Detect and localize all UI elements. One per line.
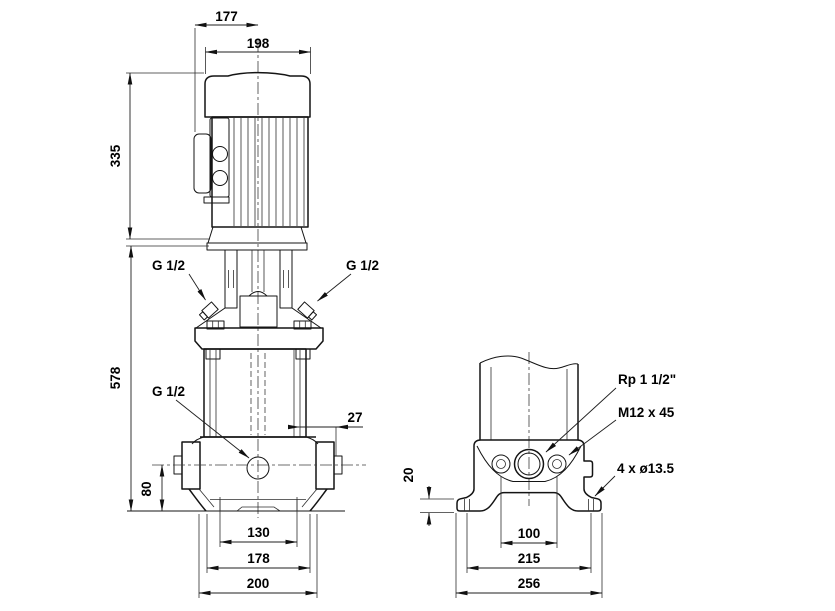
base-outline	[456, 439, 602, 512]
label-vent-right: G 1/2	[346, 258, 379, 273]
discharge-port-boss	[315, 441, 335, 490]
dim-text-200: 200	[247, 576, 270, 591]
staybolt-nut-left	[205, 348, 221, 360]
vent-plug-right	[297, 301, 318, 321]
motor-flange-plate	[206, 242, 308, 251]
staybolt-nut-right	[295, 348, 311, 360]
base-end-view	[456, 439, 602, 512]
cable-gland-hole	[212, 146, 228, 162]
dim-text-130: 130	[247, 525, 270, 540]
pump-base	[127, 436, 366, 512]
label-bolt: M12 x 45	[618, 405, 675, 420]
cable-gland-hole	[212, 170, 228, 186]
leader-vent-left	[188, 273, 206, 301]
label-foot-holes: 4 x ø13.5	[617, 461, 675, 476]
coupling-section	[224, 249, 293, 328]
terminal-box-cover	[193, 133, 212, 194]
port-hole-outer	[513, 448, 545, 480]
pump-head	[194, 301, 324, 360]
pump-column	[479, 355, 579, 440]
motor-fins	[233, 118, 305, 226]
end-dimensions: 20 100 215 256 Rp 1 1/2" M12 x 45 4 x ø1…	[401, 372, 676, 598]
leader-bolt	[568, 419, 617, 456]
leader-vent-right	[317, 273, 352, 302]
base-bottom-recess	[236, 506, 281, 512]
leader-drain	[175, 399, 250, 459]
outer-sleeve	[203, 348, 307, 438]
motor-body	[211, 116, 309, 228]
base-skirt-left	[188, 488, 207, 512]
label-vent-left: G 1/2	[152, 258, 185, 273]
coupling-guard	[224, 249, 238, 309]
dim-text-100: 100	[518, 526, 541, 541]
coupling	[239, 295, 278, 328]
front-view: 335 578 177 198 80 27 130 178	[108, 9, 379, 598]
motor-bell	[207, 226, 307, 244]
dim-text-178: 178	[247, 551, 270, 566]
port-hole-inner	[517, 452, 541, 476]
base-corner-left	[191, 436, 205, 445]
head-shoulder-right	[291, 307, 322, 329]
dim-text-20: 20	[401, 467, 416, 482]
suction-port-boss	[181, 441, 201, 490]
dim-text-215: 215	[518, 551, 541, 566]
dim-text-578: 578	[108, 366, 123, 389]
terminal-box-step	[203, 196, 230, 204]
leader-port-thread	[545, 387, 617, 453]
drain-plug-hole	[246, 456, 270, 480]
head-shoulder-left	[195, 307, 226, 329]
dim-text-256: 256	[518, 576, 541, 591]
end-view: 20 100 215 256 Rp 1 1/2" M12 x 45 4 x ø1…	[401, 352, 676, 598]
dim-text-198: 198	[247, 36, 270, 51]
motor-fan-cover	[204, 71, 311, 118]
motor	[193, 71, 311, 251]
vent-plug-left	[198, 301, 219, 321]
break-line	[479, 355, 579, 370]
coupling-guard	[279, 249, 293, 309]
head-flange	[194, 327, 324, 350]
bolt-hole-right	[547, 454, 567, 474]
label-drain: G 1/2	[152, 384, 185, 399]
dim-text-177: 177	[215, 9, 238, 24]
dim-text-27: 27	[347, 410, 362, 425]
base-boss-contour	[476, 445, 582, 482]
label-port-thread: Rp 1 1/2"	[618, 372, 676, 387]
terminal-box	[193, 117, 230, 204]
base-corner-right	[305, 436, 319, 445]
leader-foot-holes	[594, 475, 616, 497]
hex-bolt-right	[293, 320, 312, 330]
front-dimensions: 335 578 177 198 80 27 130 178	[108, 9, 379, 598]
coupling-top	[248, 291, 268, 297]
dim-text-80: 80	[139, 481, 154, 496]
dim-text-335: 335	[108, 144, 123, 167]
base-skirt-right	[309, 488, 328, 512]
chamber-stack	[203, 348, 307, 438]
hex-bolt-left	[206, 320, 225, 330]
bolt-hole-left	[491, 454, 511, 474]
